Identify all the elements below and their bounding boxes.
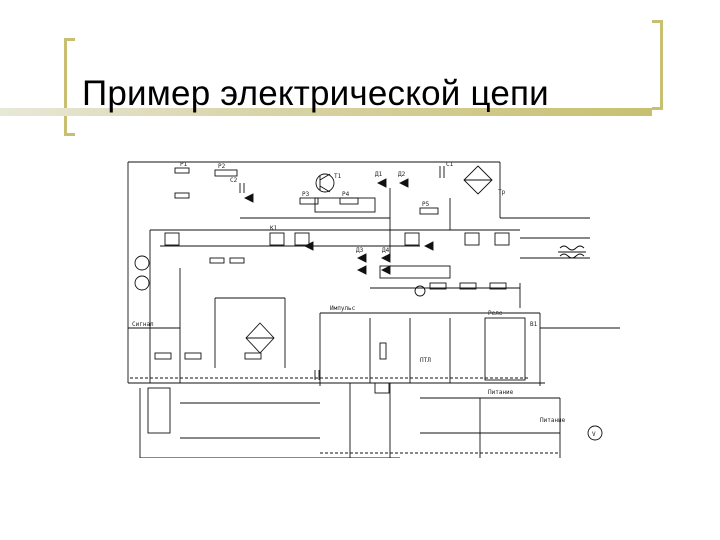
label-power-2: Питание (540, 417, 566, 424)
label-c1: С1 (446, 161, 454, 168)
label-r2: Р2 (218, 163, 226, 170)
label-r1: Р1 (180, 161, 188, 168)
label-r5: Р5 (422, 201, 430, 208)
label-k1: К1 (270, 225, 278, 232)
label-r4: Р4 (342, 191, 350, 198)
meter-symbols (134, 255, 603, 441)
label-power: Питание (488, 389, 514, 396)
transistor-t1 (315, 173, 335, 193)
resistor-group (154, 167, 507, 360)
terminal-bus (130, 377, 560, 454)
left-bracket-decoration (64, 38, 75, 136)
title-underline-bar (0, 108, 652, 116)
label-signal: Сигнал (132, 321, 154, 328)
label-d4: Д4 (382, 247, 390, 254)
label-c2: С2 (230, 177, 238, 184)
schematic-labels: Р1 Р2 Р3 Р4 Р5 Т1 Д1 Д2 Д3 Д4 Тр С1 С2 К… (132, 161, 596, 438)
label-tr: Тр (498, 189, 506, 196)
label-pulse: Импульс (330, 305, 356, 312)
label-voltmeter: V (592, 431, 596, 438)
relay-blocks (147, 197, 526, 434)
right-bracket-decoration (652, 20, 663, 110)
slide-title: Пример электрической цепи (82, 74, 549, 113)
diode-bridge-top (463, 165, 493, 195)
label-r3: Р3 (302, 191, 310, 198)
electrical-circuit-schematic: Р1 Р2 Р3 Р4 Р5 Т1 Д1 Д2 Д3 Д4 Тр С1 С2 К… (127, 161, 620, 458)
diode-bridge-middle (245, 322, 275, 354)
label-relay: Реле (488, 310, 503, 317)
main-frame-wiring (127, 161, 620, 458)
diode-group (243, 178, 434, 275)
label-t1: Т1 (334, 173, 342, 180)
label-ptl: ПТЛ (420, 357, 431, 364)
label-switch: В1 (530, 321, 538, 328)
label-d3: Д3 (356, 247, 364, 254)
label-d2: Д2 (398, 171, 406, 178)
transformer-tr (558, 245, 586, 259)
label-d1: Д1 (375, 171, 383, 178)
